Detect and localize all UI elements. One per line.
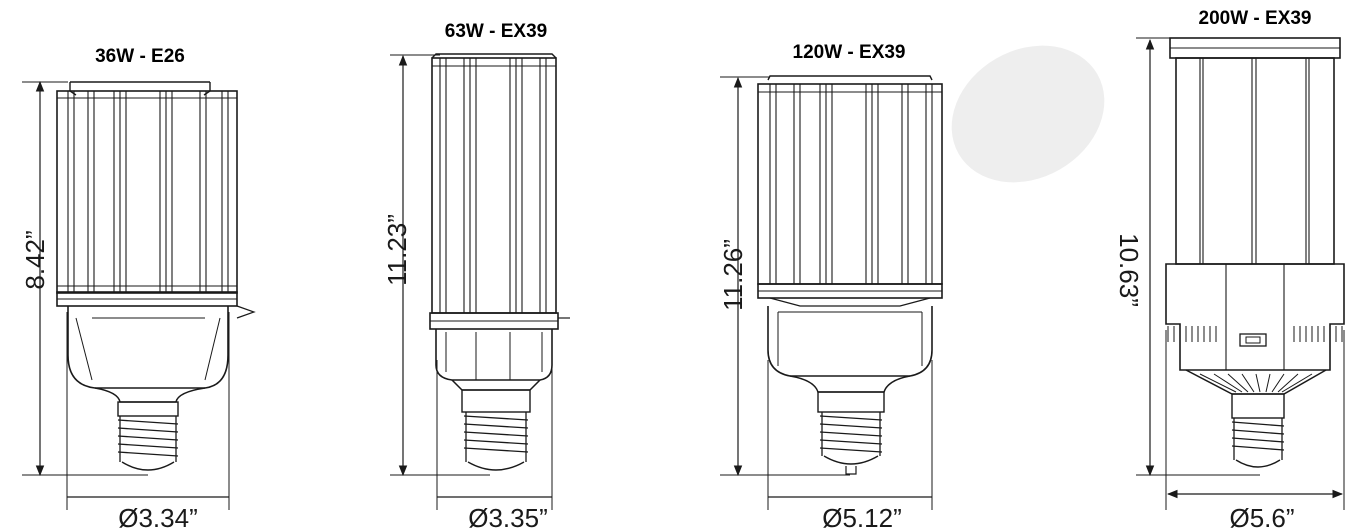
bulb-120w-ex39: 120W - EX39 <box>718 42 943 529</box>
height-label: 8.42” <box>20 230 50 289</box>
diameter-label: Ø3.35” <box>468 503 548 529</box>
watermark-shape <box>951 45 1105 183</box>
bulb-title: 200W - EX39 <box>1199 8 1312 29</box>
bulb-title: 63W - EX39 <box>445 21 547 42</box>
diameter-label: Ø5.6” <box>1229 503 1294 529</box>
diameter-label: Ø3.34” <box>118 503 198 529</box>
height-label: 11.23” <box>382 214 412 286</box>
height-label: 11.26” <box>718 239 748 311</box>
bulb-63w-ex39: 63W - EX39 11.23” <box>382 21 570 529</box>
height-label: 10.63” <box>1114 233 1144 307</box>
bulb-title: 120W - EX39 <box>793 42 906 63</box>
bulb-200w-ex39: 200W - EX39 <box>1114 8 1345 529</box>
bulb-36w-e26: 36W - E26 <box>20 46 256 529</box>
diameter-label: Ø5.12” <box>822 503 902 529</box>
bulb-title: 36W - E26 <box>95 46 185 67</box>
